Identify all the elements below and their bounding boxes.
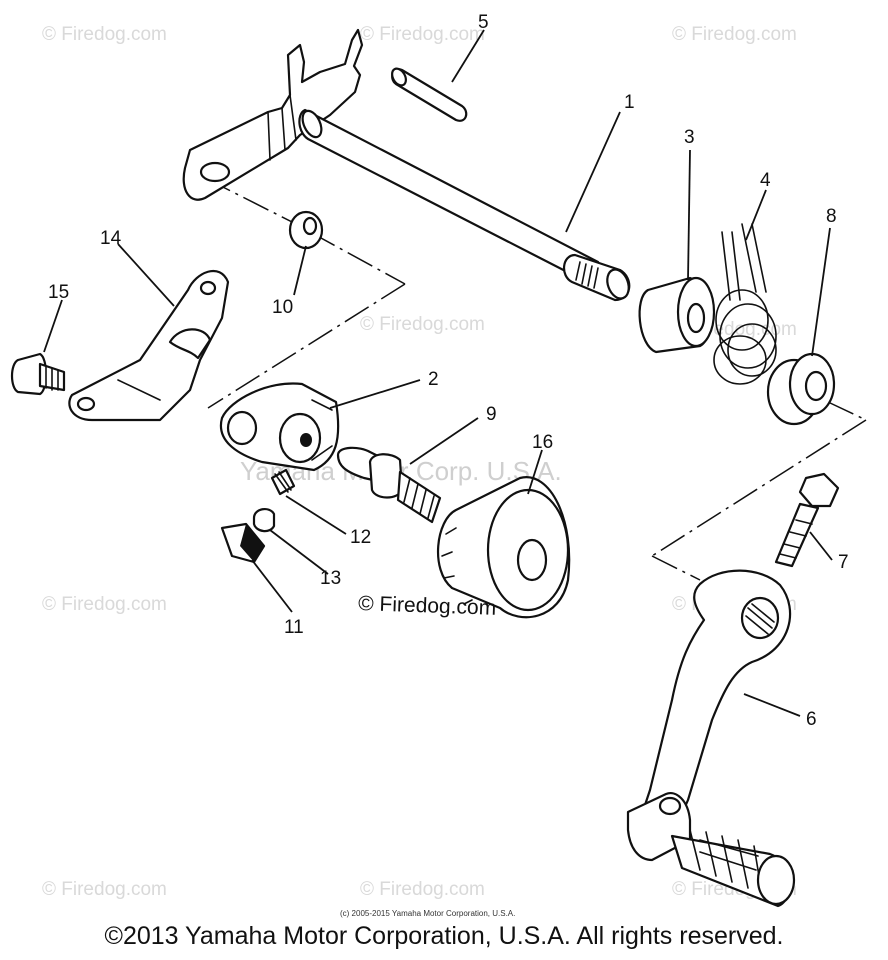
shift-pedal-part-6: [626, 569, 796, 908]
watermark: © Firedog.com: [42, 879, 167, 900]
callout-9: 9: [486, 404, 497, 425]
watermark: © Firedog.com: [672, 24, 797, 45]
copyright-notice: ©2013 Yamaha Motor Corporation, U.S.A. A…: [104, 922, 784, 950]
watermark: © Firedog.com: [360, 314, 485, 335]
segment-part-2: [219, 382, 340, 472]
callout-13: 13: [320, 568, 341, 589]
washer-part-10: [288, 210, 324, 250]
callout-1: 1: [624, 92, 635, 113]
pin-part-5: [391, 67, 468, 122]
spring-part-12: [270, 468, 296, 496]
callout-14: 14: [100, 228, 122, 249]
callout-16: 16: [532, 432, 553, 453]
callout-2: 2: [428, 369, 439, 390]
center-watermark: © Firedog.com: [358, 592, 497, 620]
oil-seal-part-8: [766, 352, 836, 426]
callout-4: 4: [760, 170, 771, 191]
assembly-lines: [204, 177, 867, 581]
stopper-part-11: [220, 522, 266, 564]
watermark: © Firedog.com: [360, 24, 485, 45]
stopper-lever-part-16: [436, 476, 571, 619]
callout-8: 8: [826, 206, 837, 227]
callout-3: 3: [684, 127, 695, 148]
leader-lines: [43, 29, 833, 717]
collar-part-3: [638, 276, 716, 354]
shift-shaft-part-1: [182, 28, 631, 302]
callout-7: 7: [838, 552, 849, 573]
callout-10: 10: [272, 297, 293, 318]
callout-5: 5: [478, 12, 489, 33]
bolt-part-15: [10, 352, 66, 396]
callout-labels: 1 2 3 4 5 6 7 8 9 10 11 12 13 14 15 16: [48, 12, 849, 730]
small-copyright: (c) 2005-2015 Yamaha Motor Corporation, …: [340, 909, 515, 918]
callout-15: 15: [48, 282, 69, 303]
watermark: © Firedog.com: [42, 24, 167, 45]
spring-part-4: [713, 223, 777, 385]
stopper-plate-part-14: [68, 270, 230, 422]
bolt-part-7: [774, 472, 840, 568]
stud-bolt-part-9: [336, 446, 442, 524]
ball-part-13: [252, 508, 276, 533]
callout-12: 12: [350, 527, 371, 548]
callout-11: 11: [284, 617, 304, 638]
watermark: © Firedog.com: [42, 594, 167, 615]
callout-6: 6: [806, 709, 817, 730]
watermark: © Firedog.com: [360, 879, 485, 900]
